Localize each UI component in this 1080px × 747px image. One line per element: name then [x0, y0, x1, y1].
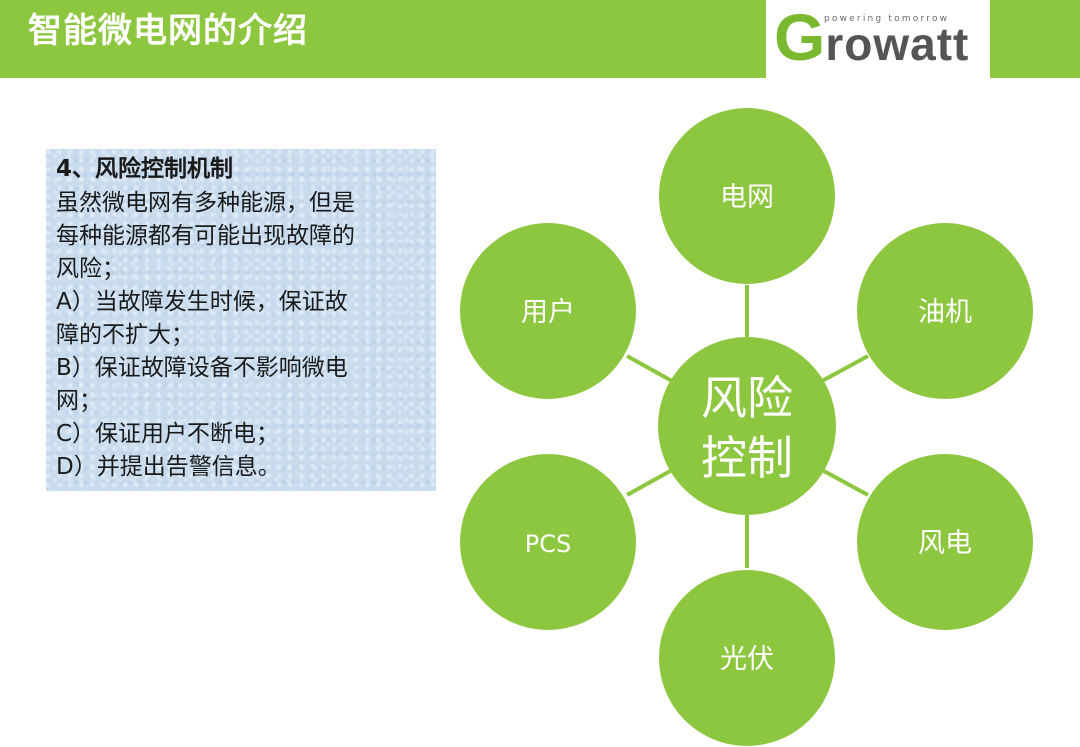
center-node	[658, 337, 836, 515]
node-user	[460, 223, 636, 399]
growatt-logo: powering tomorrow Growatt	[766, 0, 990, 78]
center-label-line2: 控制	[701, 431, 793, 485]
panel-line: 每种能源都有可能出现故障的	[56, 223, 355, 249]
panel-line: B）保证故障设备不影响微电	[56, 355, 348, 381]
panel-line: 虽然微电网有多种能源，但是	[56, 190, 355, 216]
logo-rest: rowatt	[825, 18, 970, 70]
node-pcs-label: PCS	[525, 530, 571, 558]
panel-line: 障的不扩大；	[56, 322, 194, 348]
header-bar: 智能微电网的介绍 powering tomorrow Growatt	[0, 0, 1080, 78]
node-oil-engine-label: 油机	[918, 297, 972, 328]
panel-heading: 4、风险控制机制	[56, 156, 234, 182]
connector-oil	[821, 354, 869, 383]
node-user-label: 用户	[521, 297, 575, 328]
panel-text-lines: 虽然微电网有多种能源，但是 每种能源都有可能出现故障的 风险； A）当故障发生时…	[56, 187, 355, 484]
logo-tagline: powering tomorrow	[824, 14, 950, 24]
panel-line: C）保证用户不断电；	[56, 421, 280, 447]
panel-line: 网；	[56, 388, 102, 414]
node-oil-engine	[857, 223, 1033, 399]
node-solar	[659, 570, 835, 746]
connector-user	[626, 354, 673, 383]
logo-initial: G	[774, 0, 826, 74]
node-wind-label: 风电	[918, 528, 972, 559]
risk-control-text-panel: 4、风险控制机制 虽然微电网有多种能源，但是 每种能源都有可能出现故障的 风险；…	[46, 149, 436, 491]
panel-line: A）当故障发生时候，保证故	[56, 289, 348, 315]
node-pcs	[460, 454, 636, 630]
connector-pcs	[626, 468, 673, 497]
page-title: 智能微电网的介绍	[28, 11, 308, 51]
node-grid	[659, 108, 835, 284]
logo-wordmark: Growatt	[774, 4, 969, 70]
node-wind	[857, 454, 1033, 630]
node-grid-label: 电网	[720, 182, 774, 213]
node-solar-label: 光伏	[720, 644, 774, 675]
center-label-line1: 风险	[701, 371, 793, 425]
connector-wind	[821, 468, 869, 497]
panel-line: D）并提出告警信息。	[56, 454, 281, 480]
panel-line: 风险；	[56, 256, 125, 282]
